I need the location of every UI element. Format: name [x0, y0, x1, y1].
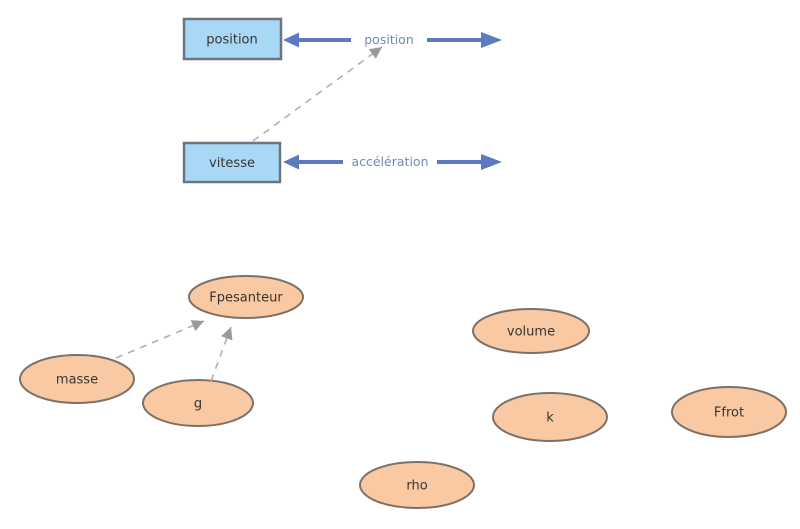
variable-g[interactable]: g [142, 379, 254, 427]
variable-rho-shape[interactable] [359, 461, 475, 509]
variable-k[interactable]: k [492, 392, 608, 442]
flow-position-right-arrowhead-icon [481, 32, 502, 48]
link-g-to-fpesanteur[interactable] [210, 326, 233, 382]
variable-k-label: k [546, 411, 554, 426]
variable-ffrot[interactable]: Ffrot [671, 386, 787, 438]
stock-vitesse-label: vitesse [209, 156, 255, 171]
variable-g-label: g [194, 397, 202, 412]
flow-acceleration-label-background [343, 153, 437, 170]
flow-position-left-arrowhead-icon [283, 32, 299, 48]
flow-acceleration-left-arrowhead-icon [283, 154, 299, 170]
variable-fpesanteur-label: Fpesanteur [209, 291, 283, 306]
variable-ffrot-label: Ffrot [714, 406, 744, 421]
variable-volume-label: volume [507, 325, 555, 340]
variable-volume[interactable]: volume [472, 308, 590, 354]
variable-masse[interactable]: masse [19, 354, 135, 404]
stock-position-box[interactable] [182, 17, 283, 61]
flow-acceleration-right-arrowhead-icon [481, 154, 502, 170]
variable-rho-label: rho [406, 479, 427, 494]
flow-position-label-background [351, 31, 427, 48]
flow-acceleration[interactable]: accélération [283, 153, 502, 170]
link-masse-to-fpesanteur[interactable] [115, 320, 205, 359]
variable-rho[interactable]: rho [359, 461, 475, 509]
stock-position-label: position [206, 33, 258, 48]
variable-masse-shape[interactable] [19, 354, 135, 404]
variable-fpesanteur[interactable]: Fpesanteur [188, 275, 304, 319]
flow-position[interactable]: position [283, 31, 502, 48]
link-vitesse-to-position-flow[interactable] [252, 46, 383, 142]
variable-k-shape[interactable] [492, 392, 608, 442]
variable-fpesanteur-shape[interactable] [188, 275, 304, 319]
variable-g-shape[interactable] [142, 379, 254, 427]
stock-vitesse-box[interactable] [182, 141, 282, 184]
variable-masse-label: masse [56, 373, 98, 388]
flow-position-label: position [364, 32, 414, 47]
variable-volume-shape[interactable] [472, 308, 590, 354]
variable-ffrot-shape[interactable] [671, 386, 787, 438]
stock-vitesse[interactable]: vitesse [182, 141, 282, 184]
flow-acceleration-label: accélération [351, 154, 428, 169]
stock-position[interactable]: position [182, 17, 283, 61]
